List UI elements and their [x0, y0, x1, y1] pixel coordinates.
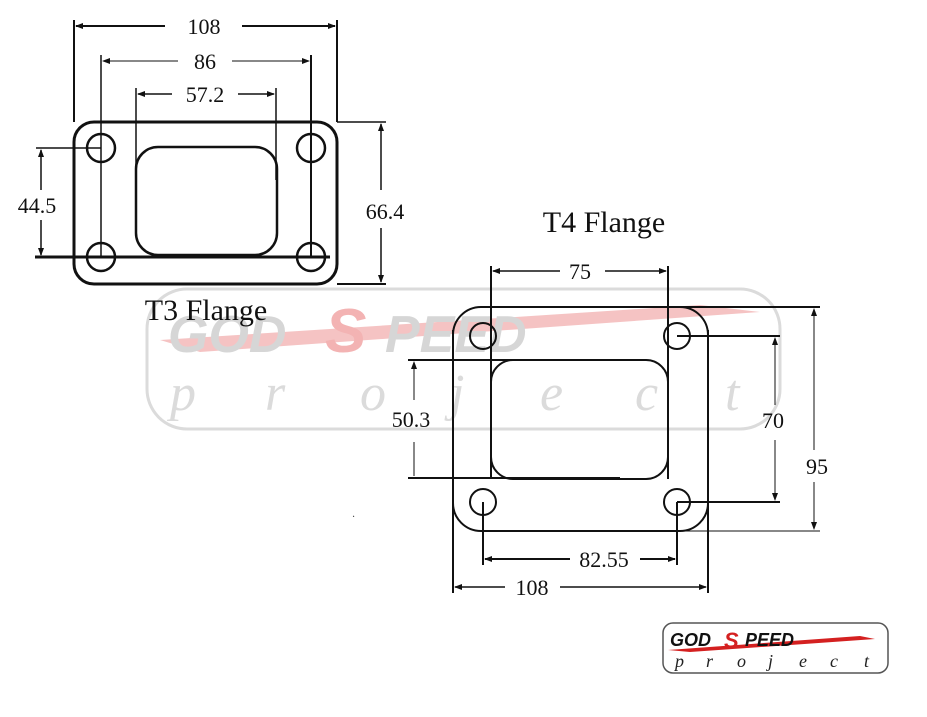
svg-text:p: p [166, 365, 196, 422]
svg-text:e: e [799, 651, 807, 671]
watermark-project-text: p r o j e c t [166, 365, 741, 422]
t4-bolt-hole [469, 322, 497, 350]
watermark-brand-text: GOD [168, 306, 286, 364]
t4-dim-port-height: 50.3 [392, 407, 431, 432]
t4-dim-bolt-spacing-y: 70 [762, 408, 784, 433]
watermark-brand-text-right: PEED [385, 306, 527, 364]
watermark: GOD S PEED p r o j e c t [145, 287, 782, 431]
t3-dim-bolt-spacing-y: 44.5 [18, 193, 57, 218]
t4-title: T4 Flange [543, 206, 665, 239]
logo-project-text: p r o j e c t [673, 651, 870, 671]
t4-dim-port-width: 75 [569, 259, 591, 284]
t3-dim-overall-width: 108 [188, 14, 221, 39]
svg-text:r: r [265, 365, 286, 422]
t4-flange [408, 266, 820, 593]
t3-flange [35, 20, 386, 286]
t3-dim-bolt-spacing-x: 86 [194, 49, 216, 74]
svg-text:e: e [540, 365, 563, 422]
t3-title: T3 Flange [145, 294, 267, 327]
logo-brand-s: S [724, 628, 739, 653]
svg-text:o: o [360, 365, 386, 422]
stray-mark: · [352, 512, 355, 523]
t4-dim-overall-width: 108 [516, 575, 549, 600]
svg-text:t: t [725, 365, 741, 422]
svg-text:o: o [737, 651, 746, 671]
svg-text:p: p [673, 651, 684, 671]
logo-brand-left: GOD [670, 630, 711, 650]
t3-outline [72, 120, 339, 286]
t4-dim-bolt-spacing-x: 82.55 [579, 547, 629, 572]
svg-text:c: c [635, 365, 658, 422]
logo-brand-right: PEED [745, 630, 794, 650]
godspeed-logo: GOD S PEED p r o j e c t [662, 622, 889, 674]
svg-text:r: r [706, 651, 714, 671]
t3-dim-port-width: 57.2 [186, 82, 225, 107]
watermark-brand-s: S [325, 297, 366, 366]
t3-dim-overall-height: 66.4 [366, 199, 405, 224]
svg-text:j: j [444, 365, 464, 422]
svg-text:c: c [830, 651, 838, 671]
svg-text:t: t [864, 651, 870, 671]
t3-port [134, 145, 279, 257]
t4-dim-overall-height: 95 [806, 454, 828, 479]
svg-text:j: j [766, 651, 773, 671]
